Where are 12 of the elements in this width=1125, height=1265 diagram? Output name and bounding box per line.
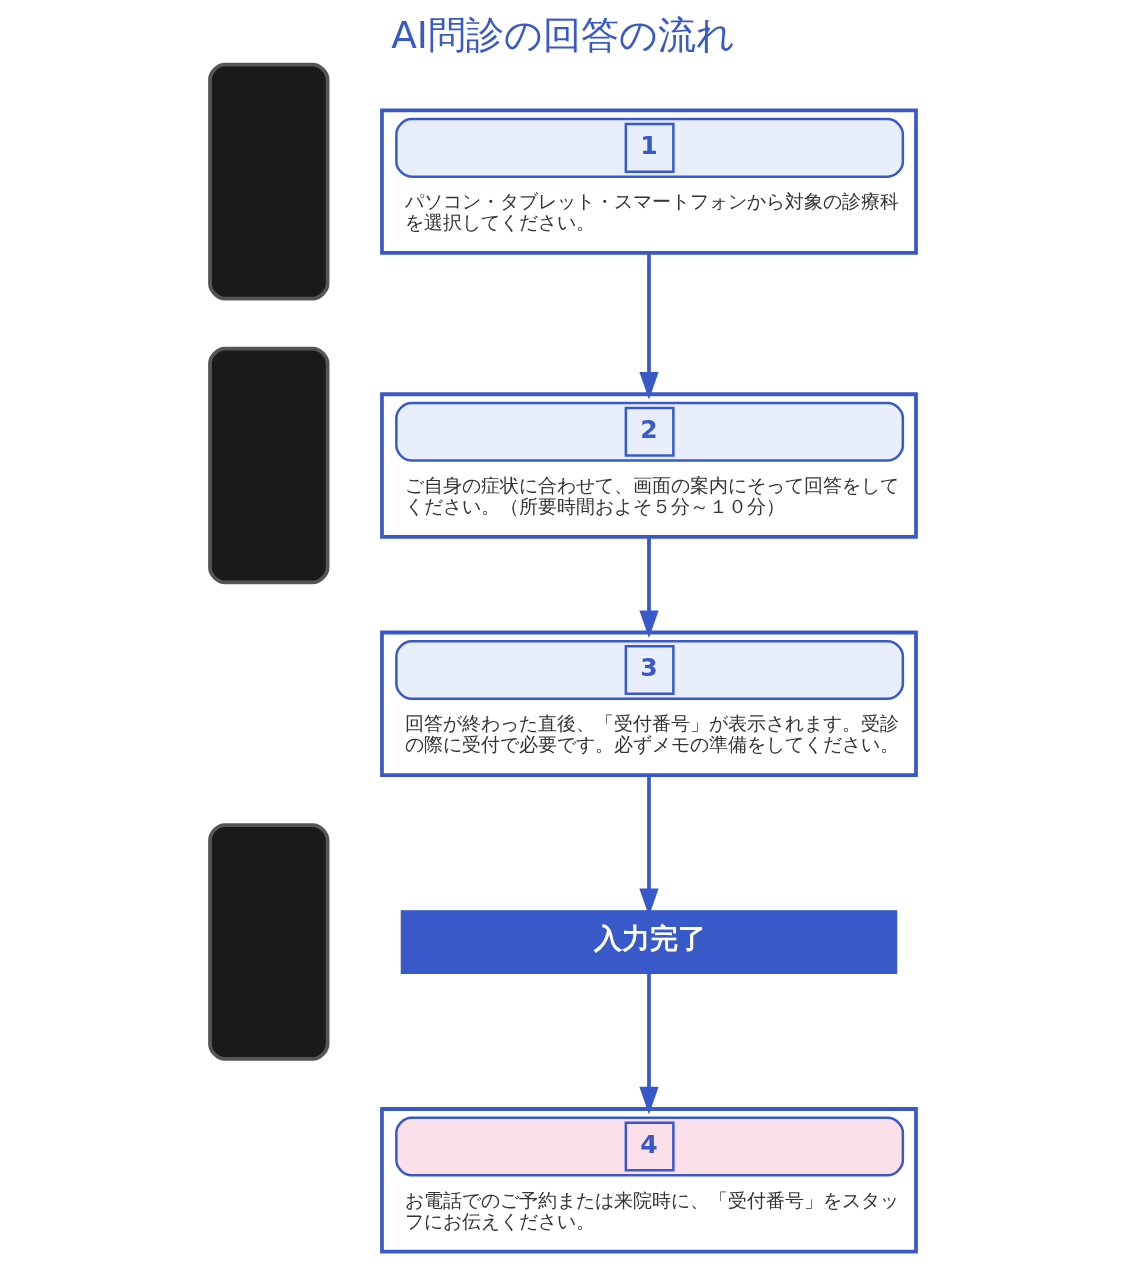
node-box [207, 346, 329, 585]
node-box: 2 ご自身の症状に合わせて、画面の案内にそって回答をしてください。（所要時間およそ５分～１０分） [379, 392, 918, 539]
node-box: 1 パソコン・タブレット・スマートフォンから対象の診療科を選択してください。 [379, 108, 918, 255]
node-box [207, 62, 329, 301]
node-box [207, 823, 329, 1061]
node-box: 4 お電話でのご予約または来院時に、「受付番号」をスタッフにお伝えください。 [379, 1107, 918, 1254]
arrow [638, 536, 659, 638]
node-box: 3 回答が終わった直後、「受付番号」が表示されます。受診の際に受付で必要です。必ずメモの準備をしてください。 [379, 630, 918, 777]
node-box: 入力完了 [400, 910, 897, 974]
arrow [638, 253, 659, 400]
diagram-title: AI問診の回答の流れ [390, 13, 735, 58]
arrow [638, 973, 659, 1115]
